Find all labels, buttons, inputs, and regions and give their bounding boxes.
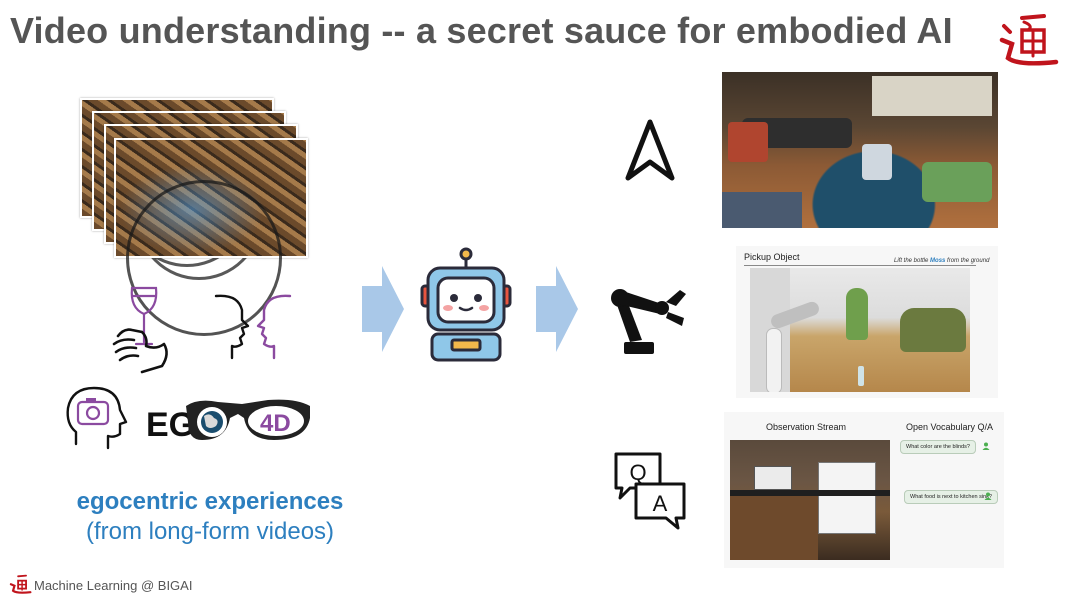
head-camera-icon (66, 386, 128, 450)
open-vocabulary-qa-label: Open Vocabulary Q/A (906, 422, 994, 432)
question-bubble-2: What food is next to kitchen sink? (904, 490, 998, 504)
kitchen-observation-image (730, 440, 890, 560)
observation-stream-label: Observation Stream (766, 422, 847, 432)
wine-glass-hand-icon (112, 286, 168, 374)
question-bubble-1: What color are the blinds? (900, 440, 976, 454)
flow-arrow-right-2 (536, 266, 578, 352)
navigation-icon (625, 119, 675, 181)
manipulation-scene-image (750, 268, 970, 392)
faces-icon (214, 294, 292, 360)
flow-arrow-right-1 (362, 266, 404, 352)
pickup-instruction: Lift the bottle Moss from the ground (894, 258, 990, 264)
bigai-logo-small (9, 574, 32, 594)
qa-bubbles-icon: Q A (614, 452, 686, 530)
slide-title: Video understanding -- a secret sauce fo… (10, 10, 953, 51)
qa-a-label: A (653, 491, 668, 516)
video-frame-front (114, 138, 308, 336)
robot-icon (420, 247, 512, 362)
ego4d-logo: EG 4D (146, 399, 310, 444)
navigation-scene-image (722, 72, 998, 228)
footer-label: Machine Learning @ BIGAI (34, 578, 193, 593)
caption-egocentric: egocentric experiences (76, 488, 344, 515)
svg-text:4D: 4D (260, 410, 291, 437)
caption-long-form: (from long-form videos) (85, 518, 335, 545)
user-icon (984, 492, 992, 500)
user-icon (982, 442, 990, 450)
qa-panel: Observation Stream Open Vocabulary Q/A W… (724, 412, 1004, 568)
manipulation-panel: Pickup Object Lift the bottle Moss from … (736, 246, 998, 398)
pickup-object-label: Pickup Object (744, 252, 800, 262)
robot-arm-icon (611, 289, 686, 354)
bigai-logo (999, 14, 1059, 66)
qa-q-label: Q (629, 460, 646, 485)
